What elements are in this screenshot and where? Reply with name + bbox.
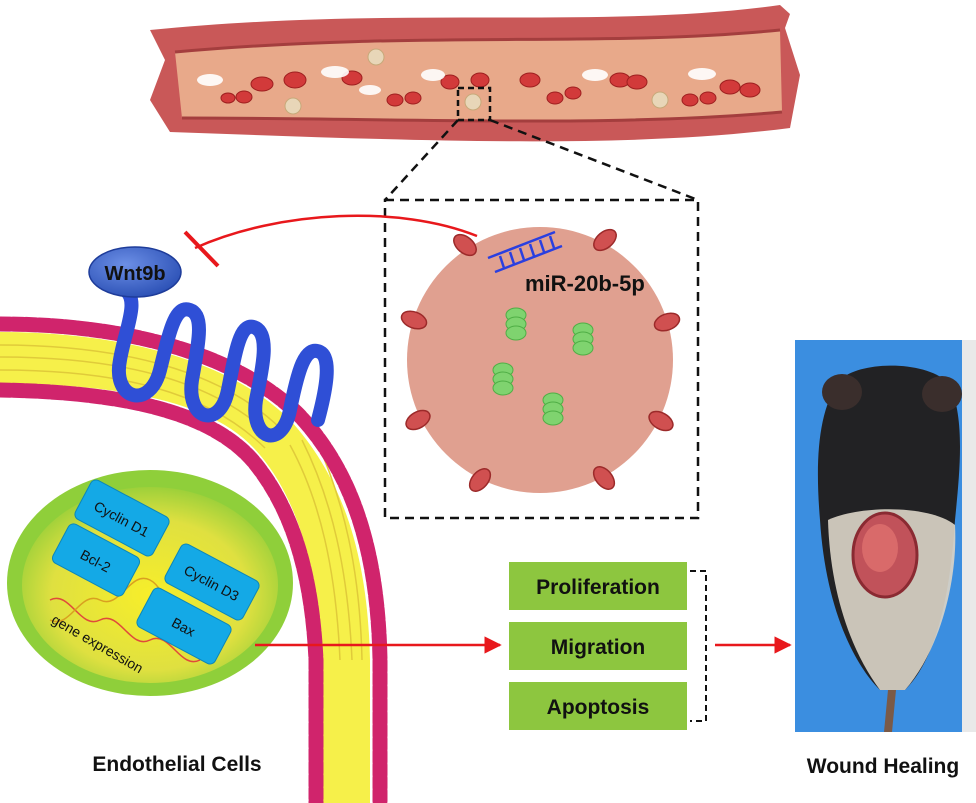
exosome: miR-20b-5p (400, 227, 681, 493)
inhibition-arrow (183, 214, 478, 268)
gene-box-bax: Bax (136, 587, 232, 665)
outcome-label-migration: Migration (551, 636, 646, 659)
ligand-label: Wnt9b (104, 263, 165, 285)
mouse-with-wound-photo (795, 340, 976, 732)
white-blood-cells (197, 66, 716, 95)
cell-label: Endothelial Cells (92, 753, 261, 776)
protein-cargo (492, 307, 594, 426)
outcome-label-proliferation: Proliferation (536, 576, 660, 599)
outcomes: Proliferation Migration Apoptosis (509, 562, 707, 730)
cell-membrane (0, 316, 388, 803)
outcome-box-proliferation: Proliferation (509, 562, 687, 610)
outcome-label-apoptosis: Apoptosis (547, 696, 650, 719)
gene-box-cyclin-d3: Cyclin D3 (164, 543, 260, 621)
outer-leaflet (0, 316, 388, 803)
vesicle-zoom-frame (383, 198, 700, 520)
outcome-box-migration: Migration (509, 622, 687, 670)
vesicles-in-vessel (284, 48, 669, 115)
ligand-icon: Wnt9b (88, 246, 182, 298)
receptor-icon (111, 283, 334, 443)
surface-proteins (400, 228, 681, 492)
gene-box-bcl-2: Bcl-2 (51, 523, 141, 597)
zoom-box (456, 86, 492, 122)
outcome-bracket (690, 570, 707, 722)
result-label: Wound Healing (807, 755, 959, 778)
mirna-label: miR-20b-5p (525, 271, 645, 296)
zoom-lines (384, 118, 699, 202)
blood-vessel (150, 5, 800, 142)
mirna-icon (487, 230, 563, 274)
outcome-box-apoptosis: Apoptosis (509, 682, 687, 730)
nucleus: Cyclin D1 Bcl-2 Cyclin D3 Bax gene expre… (7, 470, 293, 696)
inner-leaflet (0, 382, 324, 803)
